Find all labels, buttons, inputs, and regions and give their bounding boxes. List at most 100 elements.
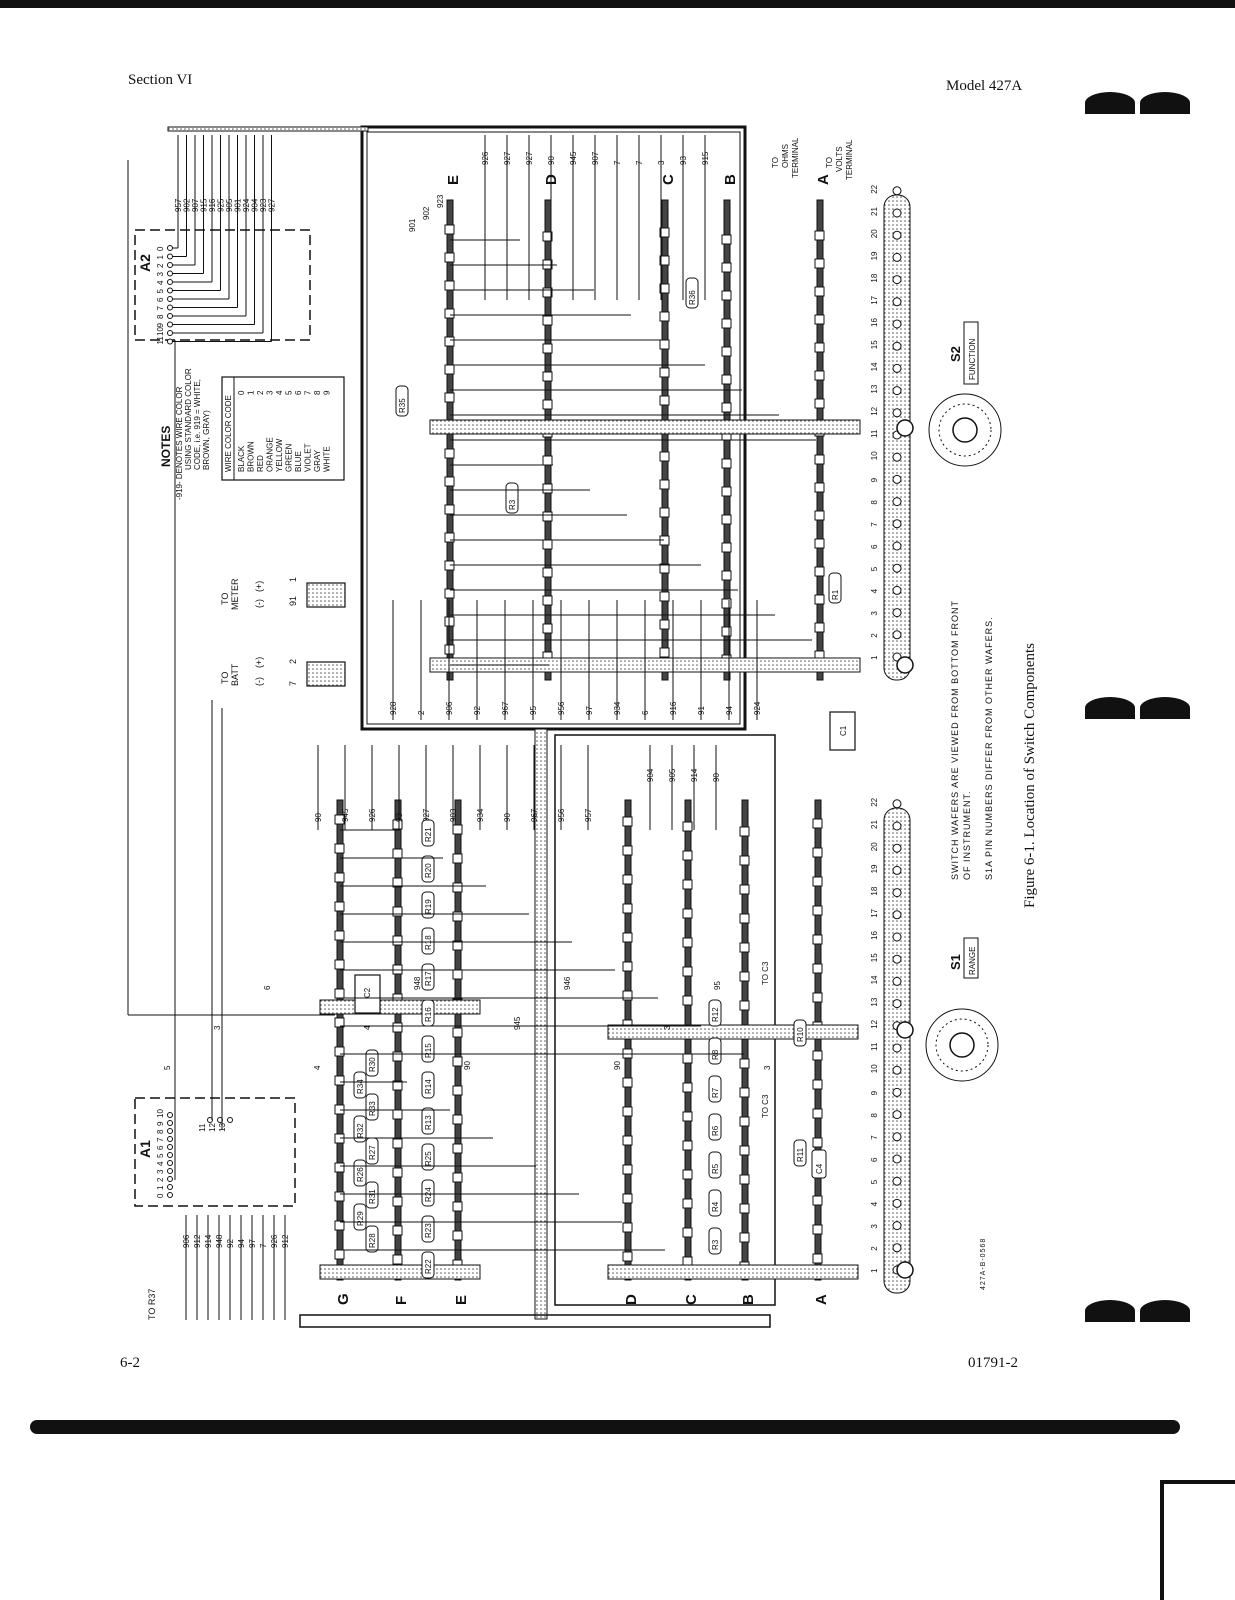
notes-line-2: USING STANDARD COLOR xyxy=(184,368,193,470)
to-meter-plus: (+) xyxy=(254,581,264,592)
meter-terminal-block xyxy=(306,582,346,608)
resistor xyxy=(708,999,722,1027)
component-label: R27 xyxy=(368,1145,377,1160)
s1-wafer-lug xyxy=(739,1203,750,1214)
to-batt-minus: (-) xyxy=(254,677,264,686)
a1-pin xyxy=(227,1117,233,1123)
s2-wafer-lug xyxy=(542,567,553,578)
s2-bottom-wire-code: 967 xyxy=(501,701,510,715)
a2-pin xyxy=(167,262,173,268)
a2-wire-code: 927 xyxy=(268,198,277,212)
s1-wafer-lug xyxy=(452,1172,463,1183)
s1-wafer-lug xyxy=(334,843,345,854)
s1-pin-number: 14 xyxy=(870,975,879,984)
a2-wire-code: 905 xyxy=(225,198,234,212)
s1-pin-number: 13 xyxy=(870,997,879,1006)
s2-top-wire-code: 945 xyxy=(569,151,578,165)
s2-wafer-label: A xyxy=(815,174,832,185)
a1-board xyxy=(134,1097,296,1207)
to-volts-line2: VOLTS xyxy=(835,146,844,172)
wire-color-code: 7 xyxy=(304,390,313,395)
s1-wafer-label: A xyxy=(813,1294,830,1305)
s2-wafer-lug xyxy=(444,532,455,543)
s1-wafer-lug xyxy=(622,961,633,972)
resistor xyxy=(421,1251,435,1279)
s1-wafer-lug xyxy=(812,1108,823,1119)
a1-pin xyxy=(167,1152,173,1158)
s1-name: S1 xyxy=(948,954,963,970)
to-batt-wire-2: 2 xyxy=(288,659,298,664)
s2-top-wire-code: 3 xyxy=(657,160,666,165)
a2-pin xyxy=(167,279,173,285)
to-ohms-line2: OHMS xyxy=(781,144,790,168)
s1-rail-pin xyxy=(892,1043,902,1053)
a1-pin-number: 2 xyxy=(156,1177,165,1182)
s1-rail-pin xyxy=(892,1221,902,1231)
s2-wafer-lug xyxy=(444,476,455,487)
s1-wafer-c xyxy=(684,799,692,1281)
component-label: R35 xyxy=(398,398,407,413)
s1-wafer-lug xyxy=(392,877,403,888)
s2-wafer-lug xyxy=(814,538,825,549)
resistor xyxy=(365,1225,379,1253)
c1-label: C1 xyxy=(839,725,848,736)
s1-wafer-label: C xyxy=(683,1294,700,1305)
s1-wafer-lug xyxy=(812,1079,823,1090)
a2-pin-number: 11 xyxy=(156,336,165,345)
s1-top-wire-code: 90 xyxy=(314,813,323,822)
s2-wafer-lug xyxy=(542,455,553,466)
a1-pin-number: 1 xyxy=(156,1185,165,1190)
s1-rail-pin xyxy=(892,1132,902,1142)
misc-wire-code: 90 xyxy=(463,1061,472,1070)
s1-pin-number: 4 xyxy=(870,1201,879,1206)
resistor xyxy=(421,891,435,919)
s1-wafer-lug xyxy=(739,971,750,982)
s1-wafer-label: G xyxy=(335,1293,352,1305)
s1-wafer-lug xyxy=(452,969,463,980)
s1-top-wire-code: 926 xyxy=(368,808,377,822)
wire-color-name: BROWN xyxy=(247,441,256,472)
misc-wire-code: 90 xyxy=(613,1061,622,1070)
s1-rail-pin xyxy=(892,1065,902,1075)
s2-pin-number: 9 xyxy=(870,477,879,482)
s1-bottom-wire-code: 912 xyxy=(193,1234,202,1248)
component-label: R21 xyxy=(424,827,433,842)
s2-wafer-lug xyxy=(542,399,553,410)
section-label: Section VI xyxy=(128,72,193,88)
s2-wafer-a xyxy=(816,199,824,681)
a1-pin-number: 12 xyxy=(208,1123,217,1132)
wire-color-name: RED xyxy=(256,455,265,472)
a2-wire-code: 957 xyxy=(174,198,183,212)
s1-rail-pin xyxy=(892,821,902,831)
s1-wafer-lug xyxy=(622,932,633,943)
scan-edge-top xyxy=(0,0,1235,8)
s2-bottom-wire-code: 94 xyxy=(725,706,734,715)
wire-color-table-header: WIRE COLOR CODE xyxy=(224,395,233,472)
scan-edge-corner-v xyxy=(1160,1480,1164,1600)
s1-wafer-lug xyxy=(392,1051,403,1062)
component-label: R34 xyxy=(356,1079,365,1094)
to-batt-line1: TO xyxy=(220,672,230,684)
s1-wafer-lug xyxy=(334,959,345,970)
wire-color-code: 0 xyxy=(237,390,246,395)
s2-rail-pin xyxy=(892,630,902,640)
s1-wafer-lug xyxy=(622,1106,633,1117)
registration-mark-3 xyxy=(1085,697,1135,719)
s1-bottom-wire-code: 926 xyxy=(270,1234,279,1248)
s1-wafer-d xyxy=(624,799,632,1281)
resistor xyxy=(708,1189,722,1217)
s1-top-wire-code: 956 xyxy=(557,808,566,822)
s2-bottom-wire-code: 91 xyxy=(697,706,706,715)
s2-wafer-lug xyxy=(444,448,455,459)
s2-rail-pin xyxy=(892,608,902,618)
to-r37-label: TO R37 xyxy=(147,1289,157,1320)
a1-pin-number: 0 xyxy=(156,1193,165,1198)
s1-bottom-wire-code: 906 xyxy=(182,1234,191,1248)
s2-wafer-lug xyxy=(721,374,732,385)
s2-pin-number: 16 xyxy=(870,318,879,327)
a1-pin-number: 6 xyxy=(156,1145,165,1150)
s2-wafer-lug xyxy=(814,454,825,465)
s2-bottom-wire-code: 916 xyxy=(669,701,678,715)
s1-wafer-lug xyxy=(334,988,345,999)
s1-wafer-lug xyxy=(739,1000,750,1011)
